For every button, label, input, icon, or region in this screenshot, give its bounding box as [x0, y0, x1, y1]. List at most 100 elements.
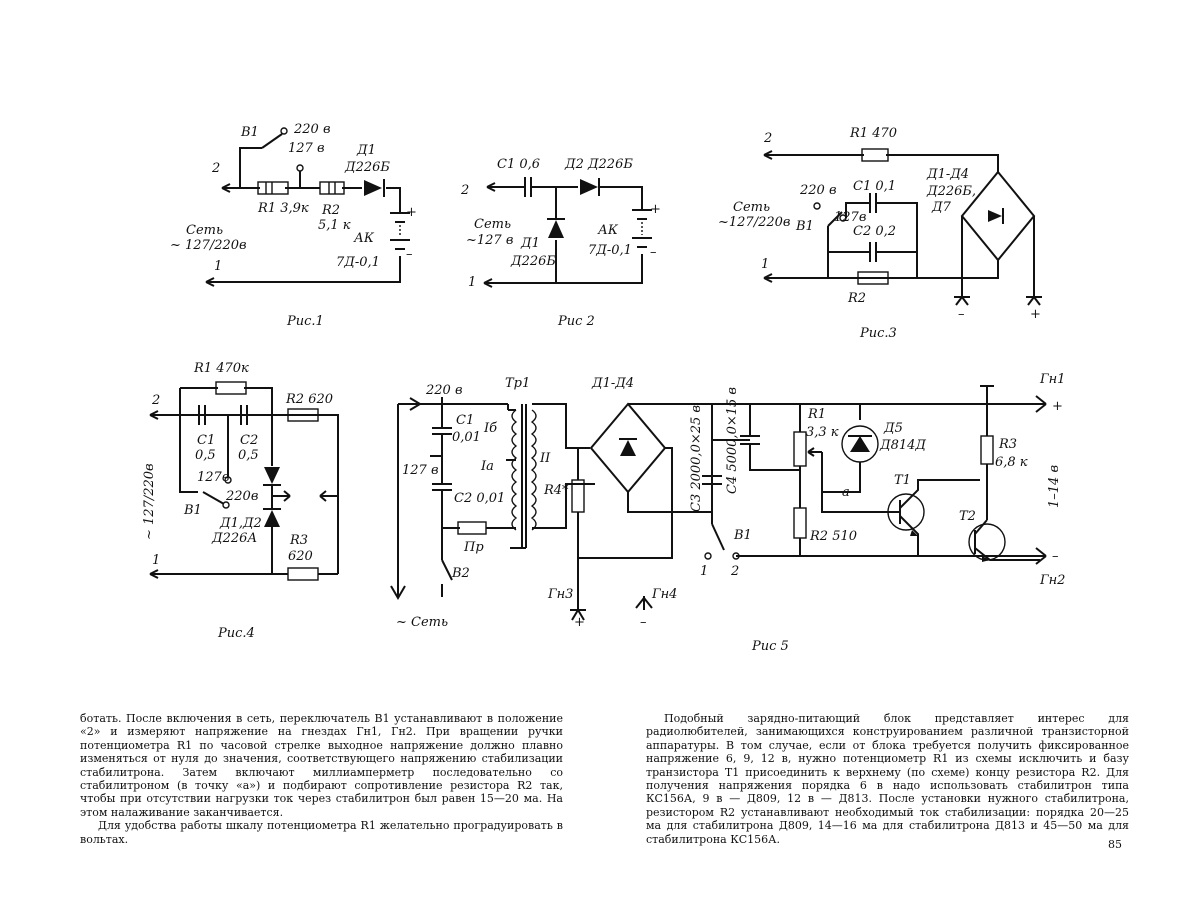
f5-t1-transistor	[887, 493, 925, 531]
left-paragraph-2: Для удобства работы шкалу потенциометра …	[80, 819, 563, 846]
text-column-right: Подобный зарядно-питающий блок представл…	[646, 712, 1129, 846]
f1-b1-label: В1	[240, 125, 259, 140]
f2-d1-type-label: Д226Б	[510, 254, 556, 269]
f5-r3-label: R3	[998, 437, 1017, 452]
f5-c3-label: С3 2000,0×25 в	[689, 405, 704, 512]
f2-c1-label: С1 0,6	[497, 157, 540, 172]
f5-r3-resistor	[980, 435, 994, 465]
figure-4: R1 470к 2 R2 620 С1 0,5 С2 0,5 ~ 127/220…	[142, 361, 339, 641]
f5-c4-label: С4 5000,0×15 в	[725, 387, 740, 494]
f4-d1-diode	[264, 467, 280, 484]
f3-220-label: 220 в	[799, 183, 837, 198]
f1-caption: Рис.1	[286, 314, 324, 329]
f5-gn4-minus: –	[640, 615, 647, 630]
f3-r2-label: R2	[847, 291, 866, 306]
f5-w1b-label: Iб	[483, 421, 497, 436]
f5-c1-label: С1	[456, 413, 474, 428]
f4-c2-value: 0,5	[238, 448, 259, 463]
f5-sw1-label: 1	[700, 564, 708, 579]
f4-b1-label: В1	[183, 503, 202, 518]
f5-point-a: а	[842, 485, 850, 500]
f2-term1-label: 1	[468, 275, 476, 290]
f4-term2-label: 2	[151, 393, 160, 408]
f5-r4-label: R4*	[543, 483, 569, 498]
f3-r2-resistor	[857, 271, 889, 285]
f2-ak-label: АК	[597, 223, 619, 238]
f4-r3-resistor	[287, 567, 319, 581]
f1-d1-type-label: Д226Б	[344, 160, 390, 175]
f5-c2-label: С2 0,01	[454, 491, 505, 506]
f5-r4-resistor	[571, 479, 585, 513]
f4-caption: Рис.4	[217, 626, 255, 641]
f3-d-label: Д1-Д4	[926, 167, 969, 182]
f1-d1-diode	[364, 180, 382, 196]
f5-127-label: 127 в	[402, 463, 439, 478]
f5-transformer-secondary	[530, 409, 537, 531]
f4-c2-label: С2	[240, 433, 258, 448]
f5-tr1-label: Тр1	[505, 376, 530, 391]
f2-plus: +	[650, 202, 661, 217]
f5-r3-value: 6,8 к	[995, 455, 1028, 470]
f5-gn2-label: Гн2	[1039, 573, 1065, 588]
f2-d2-diode	[580, 179, 598, 195]
f4-term1-label: 1	[152, 553, 160, 568]
f1-plus: +	[406, 205, 417, 220]
f5-fuse-icon	[457, 521, 487, 535]
f1-r1-resistor	[257, 181, 289, 195]
left-paragraph-1: ботать. После включения в сеть, переключ…	[80, 712, 563, 819]
figure-3: 2 R1 470 Д1-Д4 Д226Б, Д7 С1 0,1 220 в Се…	[718, 126, 1042, 341]
f1-220-label: 220 в	[293, 122, 331, 137]
f2-c1-capacitor	[524, 177, 532, 197]
f2-net-label: Сеть	[474, 217, 511, 232]
f5-vout-label: 1–14 в	[1047, 465, 1062, 508]
f4-127-label: 127в	[197, 470, 229, 485]
f5-r1-label: R1	[807, 407, 826, 422]
f5-d5-label: Д5	[883, 421, 903, 436]
f3-net-voltage: ~127/220в	[718, 215, 790, 230]
f1-term2-label: 2	[211, 161, 220, 176]
f1-minus: –	[406, 247, 413, 262]
f5-gn3-plus: +	[574, 615, 585, 630]
f5-r2-label: R2 510	[809, 529, 857, 544]
f5-d5-zener	[850, 436, 870, 452]
f5-diode-bridge	[589, 402, 667, 494]
f4-r1-label: R1 470к	[193, 361, 249, 376]
f2-battery-icon	[632, 209, 652, 248]
f5-220-label: 220 в	[425, 383, 463, 398]
f1-term1-label: 1	[214, 259, 222, 274]
f5-gn1-plus: +	[1052, 399, 1063, 414]
f1-127-label: 127 в	[288, 141, 325, 156]
f5-gn2-minus: –	[1052, 549, 1059, 564]
f5-r1-potentiometer	[793, 431, 807, 467]
f4-220-label: 220в	[225, 489, 258, 504]
f2-ak-value: 7Д-0,1	[588, 243, 632, 258]
f2-d1-label: Д1	[520, 236, 540, 251]
f5-gn4-label: Гн4	[651, 587, 677, 602]
f5-c1-value: 0,01	[452, 430, 481, 445]
f2-d1-diode	[548, 220, 564, 238]
f1-ak-label: АК	[353, 231, 375, 246]
f3-d-type2: Д7	[931, 200, 952, 215]
f5-r2-resistor	[793, 507, 807, 539]
f1-d1-label: Д1	[356, 143, 376, 158]
f2-d2-label: Д2 Д226Б	[564, 157, 633, 172]
f4-c1-label: С1	[197, 433, 215, 448]
f1-net-voltage: ~ 127/220в	[170, 238, 247, 253]
f2-net-voltage: ~127 в	[466, 233, 513, 248]
f5-r1-value: 3,3 к	[806, 425, 839, 440]
f3-127-label: 127в	[834, 210, 866, 225]
f4-d-type: Д226А	[211, 531, 257, 546]
f5-b2-label: В2	[451, 566, 470, 581]
text-column-left: ботать. После включения в сеть, переключ…	[80, 712, 563, 846]
figure-5: 220 в Тр1 С1 0,01 Iб 127 в Iа II С2 0,01…	[390, 372, 1065, 654]
f3-minus: –	[958, 307, 965, 322]
f2-minus: –	[650, 245, 657, 260]
f5-transformer-primary	[511, 409, 518, 531]
f5-sw2-label: 2	[730, 564, 739, 579]
f1-r2-label: R2	[321, 203, 340, 218]
page-number: 85	[1108, 838, 1122, 851]
f4-d-label: Д1,Д2	[219, 516, 262, 531]
f4-d2-diode	[264, 510, 280, 527]
f3-plus: +	[1030, 307, 1041, 322]
f5-net-label: ~ Сеть	[396, 615, 448, 630]
